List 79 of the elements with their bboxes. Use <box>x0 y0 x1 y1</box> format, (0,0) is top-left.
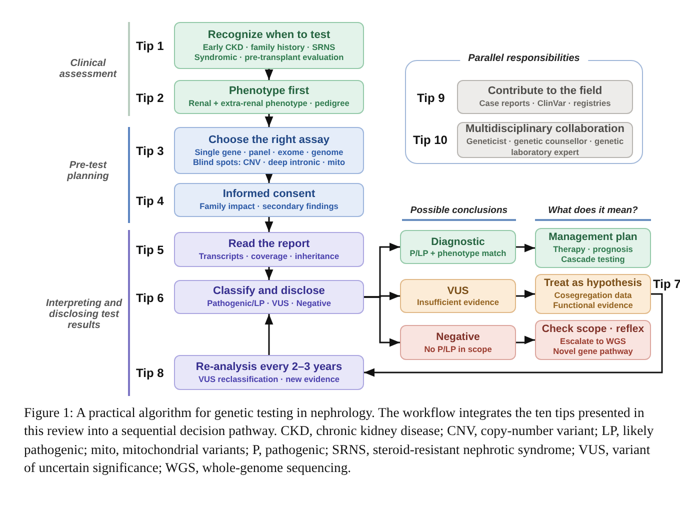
step-box <box>174 280 364 314</box>
step-details: Cascade testing <box>561 254 625 265</box>
step-box <box>174 355 364 390</box>
tip-label: Tip 4 <box>136 193 164 209</box>
tip-label: Tip 2 <box>136 90 164 106</box>
step-details: Syndromic · pre-transplant evaluation <box>194 52 344 62</box>
step-box <box>400 230 516 264</box>
step-details: Transcripts · coverage · inheritance <box>198 250 340 262</box>
step-details: Pathogenic/LP · VUS · Negative <box>207 298 331 309</box>
step-details: Blind spots: CNV · deep intronic · mito <box>192 157 346 168</box>
step-details: Renal + extra-renal phenotype · pedigree <box>188 98 350 109</box>
tip-label: Tip 3 <box>136 143 164 159</box>
tip-label: Tip 5 <box>136 242 164 258</box>
step-title: Phenotype first <box>228 85 310 98</box>
arrow <box>264 69 274 80</box>
step-details: Escalate to WGS <box>560 336 626 346</box>
step-box <box>535 228 651 268</box>
arrow <box>364 293 663 377</box>
tip-label: Tip 1 <box>136 38 164 54</box>
step-details: Early CKD · family history · SRNS <box>202 42 336 52</box>
figure-caption: Figure 1: A practical algorithm for genetic testing in nephrology. The workflow integrates the ten tips presented in this review into a sequential decision pathway. CKD, chronic kidney disease; CNV, copy-number variant; LP, likely pathogenic; mito, mitochondrial variants; P, pathogenic; SRNS, steroid-resistant nephrotic syndrome; VUS, variant of uncertain significance; WGS, whole-genome sequencing. <box>24 404 655 478</box>
step-details: Case reports · ClinVar · registries <box>479 98 611 109</box>
phase-label: Pre-test planning <box>66 160 110 182</box>
step-title: Negative <box>436 331 480 344</box>
arrow <box>264 114 274 127</box>
step-title: Read the report <box>228 238 310 251</box>
step-box <box>174 232 364 267</box>
step-box <box>535 320 651 360</box>
tip-label: Tip 7 <box>653 276 680 292</box>
step-title: Contribute to the field <box>488 85 602 98</box>
tip-label: Tip 9 <box>417 90 445 106</box>
step-details: Geneticist · genetic counsellor · genetic laboratory expert <box>465 136 625 157</box>
arrow <box>264 172 274 183</box>
step-title: Classify and disclose <box>213 285 325 298</box>
arrow <box>264 267 274 280</box>
tip-label: Tip 8 <box>136 365 164 381</box>
arrow <box>516 244 535 252</box>
step-title: Recognize when to test <box>208 28 330 42</box>
step-box <box>174 80 364 114</box>
step-box <box>535 274 651 314</box>
step-details: Insufficient evidence <box>416 297 500 308</box>
step-box <box>400 279 516 313</box>
step-title: Re-analysis every 2–3 years <box>196 360 342 374</box>
arrow <box>264 217 274 232</box>
step-title: Choose the right assay <box>208 134 330 147</box>
arrow <box>516 336 535 344</box>
step-title: Multidisciplinary collaboration <box>466 123 624 136</box>
step-title: Diagnostic <box>431 236 485 248</box>
step-box <box>457 122 633 158</box>
step-details: Functional evidence <box>553 300 633 311</box>
arrow <box>516 290 535 298</box>
step-details: Therapy · prognosis <box>553 244 633 254</box>
group-title: Parallel responsibilities <box>460 52 588 66</box>
step-details: No P/LP in scope <box>424 344 492 354</box>
step-details: P/LP + phenotype match <box>410 248 506 258</box>
step-details: Family impact · secondary findings <box>200 201 338 212</box>
arrow <box>264 314 274 355</box>
step-details: Novel gene pathway <box>553 346 633 357</box>
step-box <box>174 22 364 69</box>
tip-label: Tip 10 <box>413 132 448 148</box>
step-box <box>174 127 364 174</box>
step-title: Check scope · reflex <box>542 323 644 336</box>
step-box <box>400 325 516 360</box>
step-details: VUS reclassification · new evidence <box>198 374 340 384</box>
step-box <box>457 80 633 114</box>
tip-label: Tip 6 <box>136 290 164 306</box>
step-title: Management plan <box>548 231 638 244</box>
column-heading: Possible conclusions <box>402 205 516 221</box>
step-title: Treat as hypothesis <box>544 277 642 290</box>
step-title: Informed consent <box>222 188 316 202</box>
column-heading: What does it mean? <box>535 205 651 221</box>
arrow <box>364 296 400 347</box>
step-details: Single gene · panel · exome · genome <box>194 146 344 158</box>
phase-label: Clinical assessment <box>58 58 118 80</box>
step-details: Cosegregation data <box>554 290 632 300</box>
step-box <box>174 183 364 217</box>
step-title: VUS <box>447 284 469 298</box>
group-frame <box>405 52 643 164</box>
phase-label: Interpreting and disclosing test results <box>44 298 124 331</box>
